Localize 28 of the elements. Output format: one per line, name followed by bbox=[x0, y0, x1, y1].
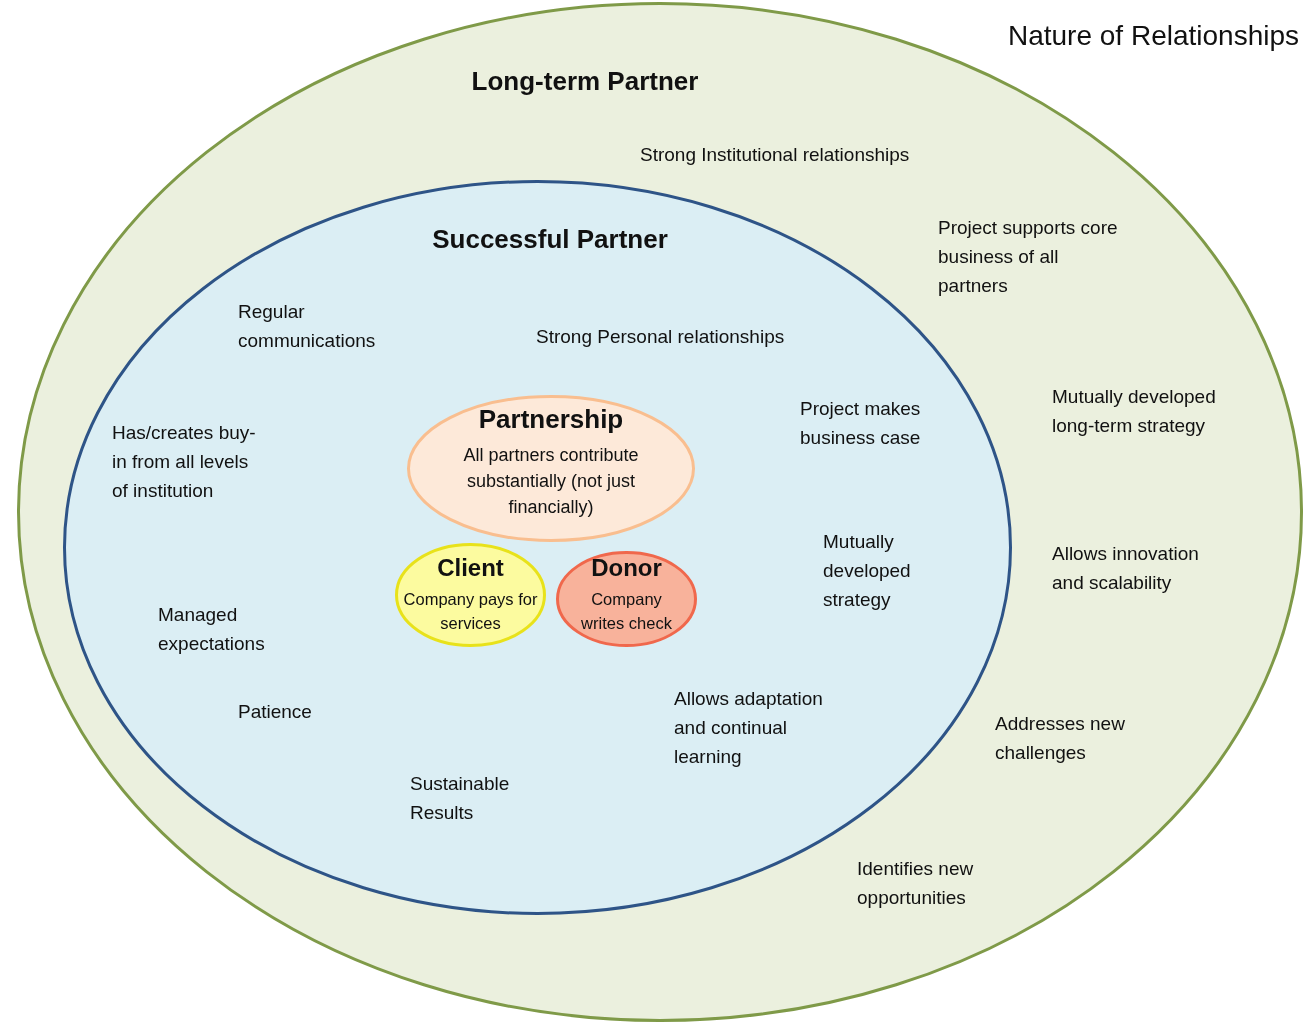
heading: Client bbox=[436, 554, 505, 583]
client-ellipse bbox=[395, 543, 546, 647]
attribute-text: Project makes business case bbox=[800, 397, 922, 450]
heading: Long-term Partner bbox=[470, 66, 700, 98]
attribute-text: Managed expectations bbox=[158, 603, 266, 656]
attribute-text: Mutually developed long-term strategy bbox=[1052, 385, 1217, 438]
description-text: Company pays for services bbox=[402, 589, 539, 634]
attribute-text: Has/creates buy-in from all levels of institution bbox=[112, 421, 257, 503]
attribute-text: Mutually developed strategy bbox=[823, 530, 912, 612]
attribute-text: Allows adaptation and continual learning bbox=[674, 687, 824, 769]
attribute-text: Sustainable Results bbox=[410, 772, 511, 825]
description-text: All partners contribute substantially (not just financially) bbox=[462, 444, 640, 519]
attribute-text: Project supports core business of all partners bbox=[938, 216, 1118, 298]
heading: Partnership bbox=[477, 404, 625, 436]
attribute-text: Allows innovation and scalability bbox=[1052, 542, 1200, 595]
heading: Successful Partner bbox=[431, 224, 669, 256]
heading: Donor bbox=[590, 554, 663, 583]
partnership-ellipse bbox=[407, 395, 695, 542]
attribute-text: Regular communications bbox=[238, 300, 377, 353]
attribute-text: Identifies new opportunities bbox=[857, 857, 975, 910]
donor-ellipse bbox=[556, 551, 697, 647]
description-text: Company writes check bbox=[580, 589, 673, 634]
attribute-text: Strong Personal relationships bbox=[536, 325, 786, 349]
outer-ellipse bbox=[17, 2, 1303, 1022]
title: Nature of Relationships bbox=[1007, 20, 1299, 52]
attribute-text: Strong Institutional relationships bbox=[640, 143, 911, 167]
attribute-text: Addresses new challenges bbox=[995, 712, 1126, 765]
attribute-text: Patience bbox=[238, 700, 313, 724]
